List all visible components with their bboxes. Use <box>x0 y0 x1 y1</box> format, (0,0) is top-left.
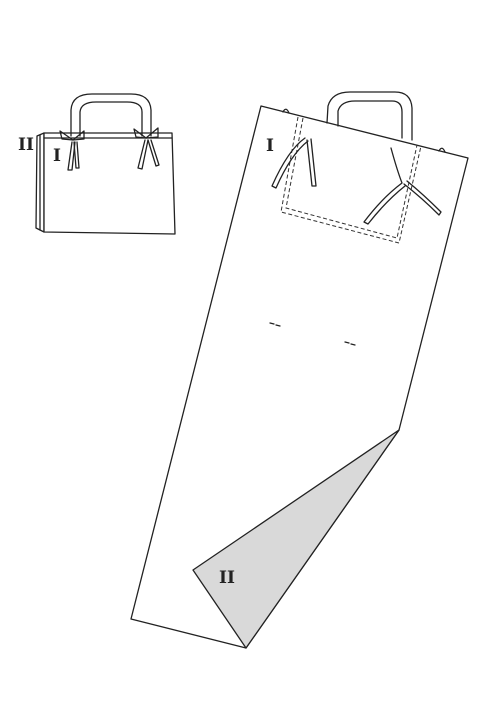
large-label-front: I <box>266 136 274 156</box>
large-left-tie <box>271 137 317 189</box>
small-bag-body <box>43 132 176 235</box>
pocket-stitch-inner <box>285 117 418 239</box>
small-bag: II I <box>18 93 176 235</box>
large-label-fold: II <box>219 568 235 588</box>
small-bag-label-front: I <box>53 146 61 166</box>
folded-corner <box>192 429 400 649</box>
small-bag-right-tie <box>133 127 160 170</box>
small-bag-handle <box>70 93 152 137</box>
large-pattern-piece: I II <box>130 91 469 649</box>
large-right-tie <box>363 147 442 225</box>
top-notch-right <box>438 147 446 153</box>
top-notch-left <box>282 108 290 114</box>
small-bag-left-tie <box>59 130 85 171</box>
placement-mark-1 <box>269 322 275 325</box>
pocket-stitch-outer <box>280 116 422 244</box>
placement-mark-2 <box>275 324 281 327</box>
small-bag-label-side: II <box>18 135 34 155</box>
large-handle-inner <box>337 100 403 139</box>
large-handle <box>326 91 413 141</box>
placement-mark-3 <box>344 341 350 344</box>
placement-mark-4 <box>350 343 356 346</box>
small-bag-handle-inner <box>79 101 143 137</box>
